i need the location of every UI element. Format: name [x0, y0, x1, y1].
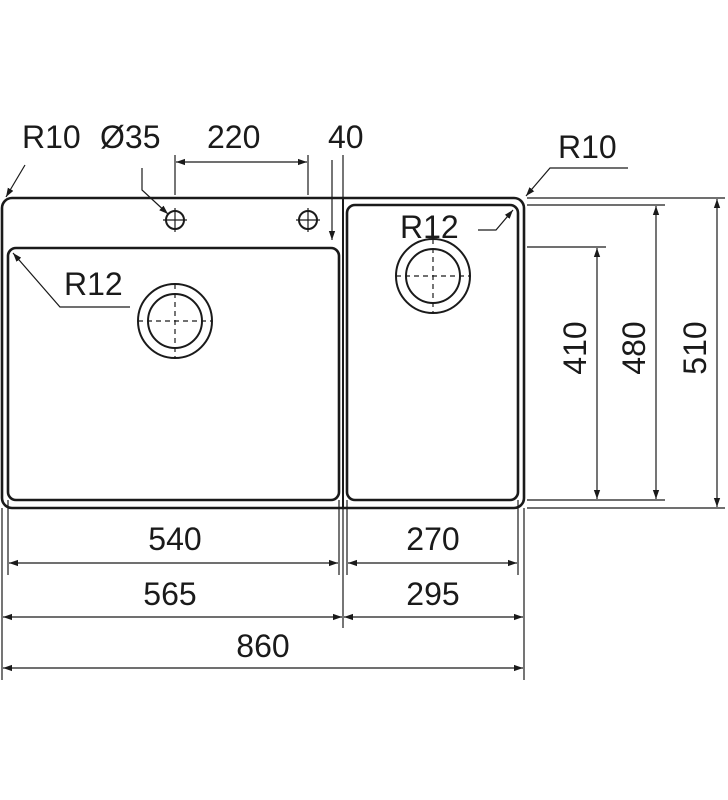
corner-radius-right-leader — [525, 167, 628, 197]
overall-depth-label: 510 — [677, 321, 713, 374]
corner-radius-left-label: R10 — [22, 119, 81, 155]
dimension-220 — [174, 155, 309, 195]
small-bowl-radius-leader — [478, 209, 514, 231]
large-bowl-width-label: 540 — [148, 521, 201, 557]
small-bowl-radius-label: R12 — [400, 209, 459, 245]
inner-depth-label: 480 — [616, 321, 652, 374]
tap-hole-right — [296, 208, 320, 232]
small-bowl-depth-label: 410 — [557, 321, 593, 374]
large-bowl-drain — [137, 283, 213, 359]
dimension-40 — [328, 155, 344, 240]
large-bowl-radius-label: R12 — [64, 266, 123, 302]
tap-hole-diameter-label: Ø35 — [100, 119, 160, 155]
tap-hole-spacing-label: 220 — [207, 119, 260, 155]
corner-radius-left-leader — [5, 164, 26, 198]
small-bowl-drain — [395, 238, 471, 314]
large-section-width-label: 565 — [143, 576, 196, 612]
small-bowl-width-label: 270 — [406, 521, 459, 557]
small-bowl — [345, 203, 520, 502]
large-bowl — [6, 246, 341, 502]
overall-width-label: 860 — [236, 628, 289, 664]
diameter-leader — [141, 168, 169, 215]
tap-hole-offset-label: 40 — [328, 119, 364, 155]
sink-outline — [0, 196, 526, 510]
tap-hole-left — [163, 208, 187, 232]
large-bowl-radius-leader — [12, 252, 130, 308]
small-section-width-label: 295 — [406, 576, 459, 612]
corner-radius-right-label: R10 — [558, 129, 617, 165]
